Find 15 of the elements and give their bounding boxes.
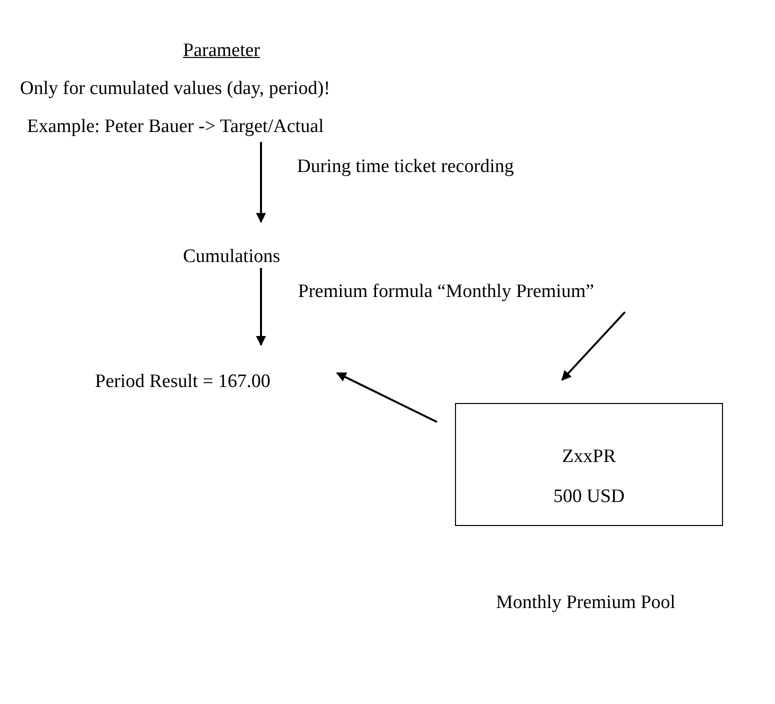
edge-label: During time ticket recording [297,156,514,179]
caption-text: Monthly Premium Pool [496,592,676,615]
node-text: Cumulations [183,246,280,269]
arrow [561,311,626,381]
box-text: 500 USD [552,486,626,509]
box-text: ZxxPR [561,446,617,469]
node-text: Period Result = 167.00 [95,371,270,394]
pool-box [455,403,723,526]
heading: Parameter [183,40,260,63]
arrow [256,268,266,346]
node-text: Example: Peter Bauer -> Target/Actual [27,116,324,139]
note-text: Only for cumulated values (day, period)! [20,78,330,101]
node-text: Premium formula “Monthly Premium” [298,281,594,304]
arrow [256,142,266,223]
arrow [336,372,438,423]
